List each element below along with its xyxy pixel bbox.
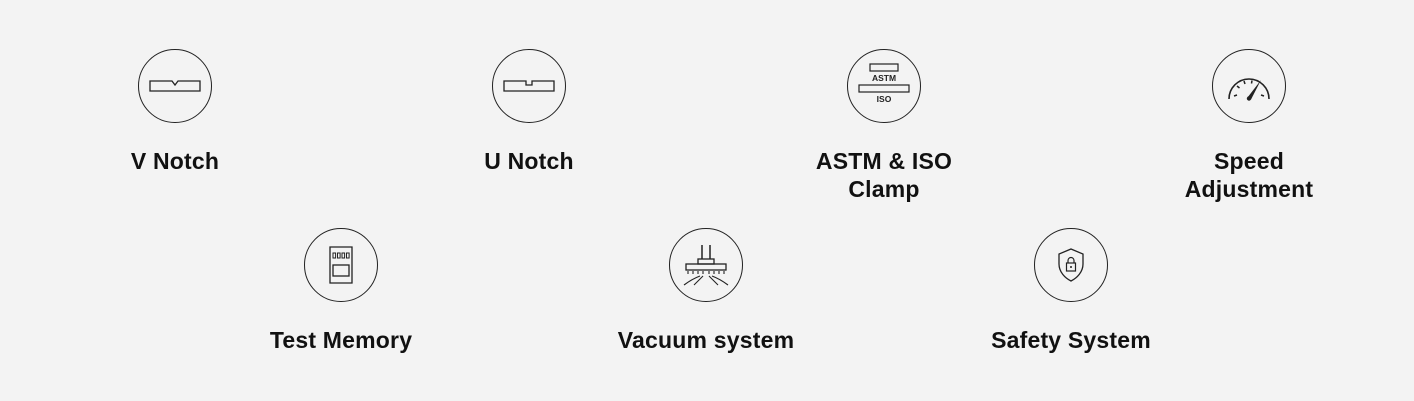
clamp-icon-astm-text: ASTM [872, 73, 896, 83]
shield-lock-icon [1034, 228, 1108, 302]
feature-label: U Notch [484, 148, 574, 174]
vacuum-icon [669, 228, 743, 302]
feature-label: Speed Adjustment [1184, 148, 1314, 202]
feature-label: Safety System [991, 327, 1151, 353]
speedometer-icon [1212, 49, 1286, 123]
clamp-icon: ASTM ISO [847, 49, 921, 123]
feature-astm-iso-clamp: ASTM ISO ASTM & ISO Clamp [754, 49, 1014, 203]
memory-card-icon [304, 228, 378, 302]
v-notch-icon [138, 49, 212, 123]
feature-speed-adjustment: Speed Adjustment [1119, 49, 1379, 203]
feature-u-notch: U Notch [399, 49, 659, 175]
feature-label: Test Memory [269, 327, 413, 353]
feature-vacuum-system: Vacuum system [576, 228, 836, 354]
u-notch-icon [492, 49, 566, 123]
clamp-icon-iso-text: ISO [877, 94, 892, 104]
feature-label: V Notch [130, 148, 220, 174]
feature-v-notch: V Notch [45, 49, 305, 175]
feature-label: ASTM & ISO Clamp [815, 148, 953, 202]
feature-label: Vacuum system [617, 327, 795, 353]
feature-safety-system: Safety System [941, 228, 1201, 354]
feature-test-memory: Test Memory [211, 228, 471, 354]
